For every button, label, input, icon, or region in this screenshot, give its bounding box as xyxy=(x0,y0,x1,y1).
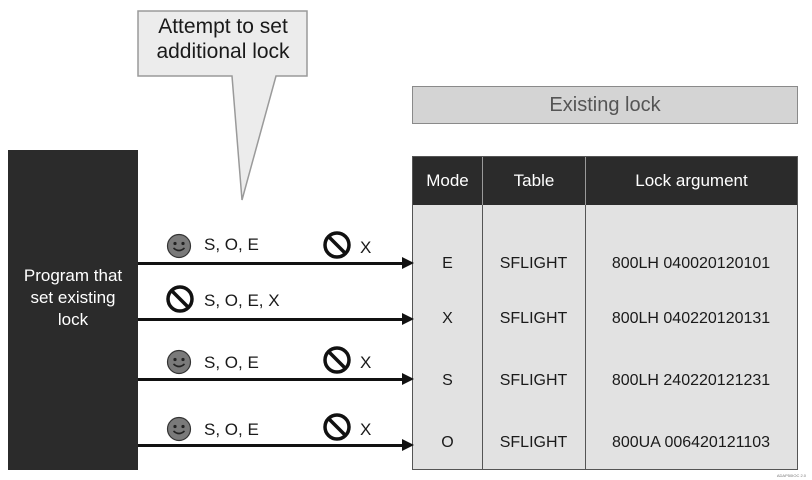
header-table: Table xyxy=(482,157,585,205)
row-3-mode: S xyxy=(442,372,453,389)
callout-text: Attempt to set additional lock xyxy=(140,14,306,64)
table-header-row: Mode Table Lock argument xyxy=(413,157,797,205)
smiley-icon xyxy=(166,349,192,375)
prohibited-icon xyxy=(323,231,351,259)
header-mode: Mode xyxy=(426,171,469,190)
request-arrow xyxy=(138,378,404,381)
prohibited-icon xyxy=(323,413,351,441)
row-3-denied: X xyxy=(360,353,372,372)
program-label: Program that set existing lock xyxy=(8,265,138,331)
arrow-head xyxy=(402,373,414,385)
row-1-table: SFLIGHT xyxy=(499,255,568,272)
row-1-arg: 800LH 040020120101 xyxy=(611,255,771,272)
row-4-table: SFLIGHT xyxy=(499,434,568,451)
row-1-denied: X xyxy=(360,238,372,257)
existing-lock-title: Existing lock xyxy=(549,93,661,116)
arrow-head xyxy=(402,439,414,451)
row-2-denied: S, O, E, X xyxy=(204,291,280,310)
smiley-icon xyxy=(166,416,192,442)
request-arrow xyxy=(138,318,404,321)
row-1-mode: E xyxy=(442,255,453,272)
row-3-allowed: S, O, E xyxy=(204,353,259,372)
arrow-head xyxy=(402,313,414,325)
row-2-arg: 800LH 040220120131 xyxy=(611,310,771,327)
prohibited-icon xyxy=(323,346,351,374)
callout-line-1: Attempt to set xyxy=(158,15,288,38)
row-4-denied: X xyxy=(360,420,372,439)
column-divider xyxy=(585,205,586,469)
program-label-line-3: lock xyxy=(57,310,89,329)
header-lock-argument: Lock argument xyxy=(585,157,797,205)
watermark: ADAP50IOC 2.0 xyxy=(776,473,806,478)
existing-lock-header: Existing lock xyxy=(412,86,798,124)
row-1-allowed: S, O, E xyxy=(204,235,259,254)
prohibited-icon xyxy=(166,285,194,313)
row-4-mode: O xyxy=(441,434,454,451)
request-arrow xyxy=(138,444,404,447)
request-arrow xyxy=(138,262,404,265)
row-4-arg: 800UA 006420121103 xyxy=(611,434,771,451)
column-divider xyxy=(482,205,483,469)
arrow-head xyxy=(402,257,414,269)
row-2-mode: X xyxy=(442,310,453,327)
row-3-arg: 800LH 240220121231 xyxy=(611,372,771,389)
row-4-allowed: S, O, E xyxy=(204,420,259,439)
smiley-icon xyxy=(166,233,192,259)
callout-line-2: additional lock xyxy=(156,40,290,63)
program-box xyxy=(8,150,138,470)
program-label-line-2: set existing xyxy=(30,288,116,307)
program-label-line-1: Program that xyxy=(23,266,123,285)
row-3-table: SFLIGHT xyxy=(499,372,568,389)
row-2-table: SFLIGHT xyxy=(499,310,568,327)
lock-table: Mode Table Lock argument E SFLIGHT 800LH… xyxy=(412,156,798,470)
